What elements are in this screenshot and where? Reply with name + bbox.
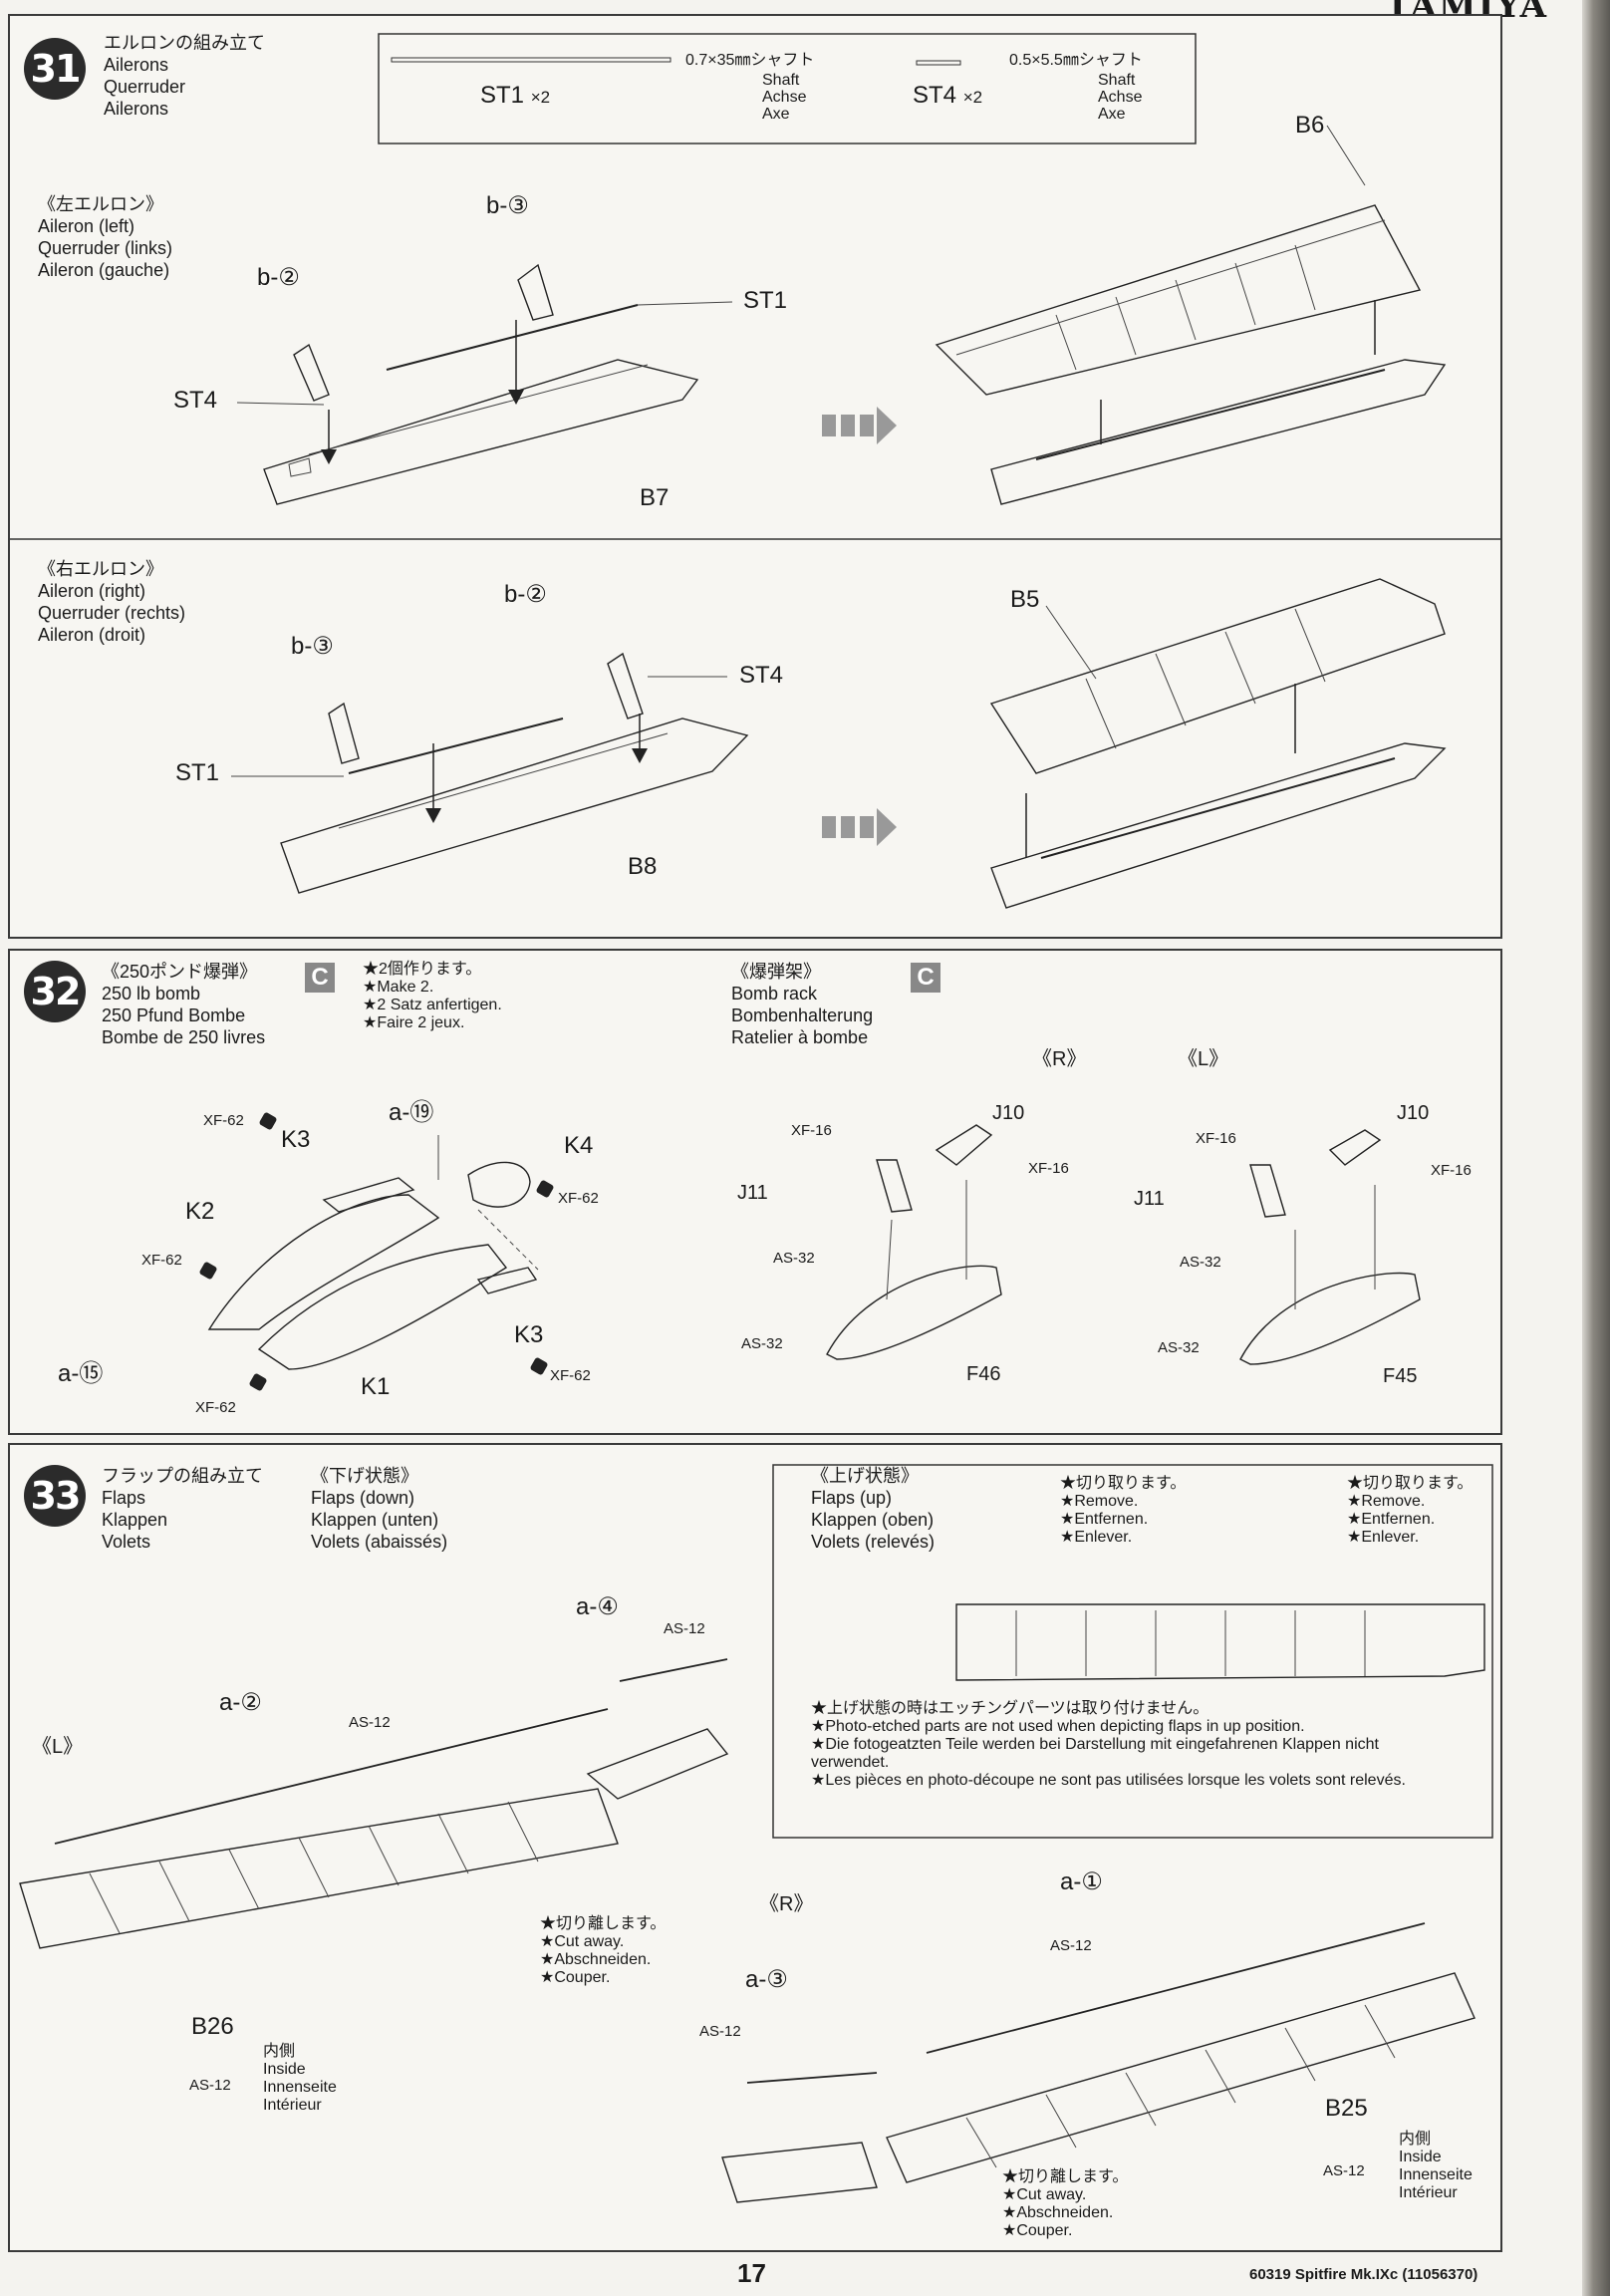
color-callout-c: C	[305, 963, 335, 993]
shaft-st1-id: ST1 ×2	[480, 82, 551, 109]
cut-away-note: ★切り離します。★Cut away. ★Abschneiden.★Couper.	[540, 1915, 667, 1986]
label-k2: K2	[185, 1198, 215, 1225]
label-b25: B25	[1325, 2095, 1368, 2122]
label-b2: b-②	[504, 581, 547, 608]
flaps-up-note: ★上げ状態の時はエッチングパーツは取り付けません。★Photo-etched p…	[811, 1700, 1406, 1789]
paint-as12: AS-12	[664, 1620, 705, 1637]
label-a1: a-①	[1060, 1868, 1103, 1895]
shaft-st1-spec: 0.7×35㎜シャフト	[685, 52, 815, 69]
step-number: 32	[24, 961, 86, 1022]
label-st1: ST1	[743, 287, 788, 314]
label-j11: J11	[737, 1182, 768, 1204]
label-st4: ST4	[173, 387, 218, 414]
step-32-panel: 32 《250ポンド爆弾》250 lb bomb 250 Pfund Bombe…	[8, 949, 1502, 1435]
rack-right-label: 《R》	[1032, 1048, 1087, 1070]
flap-left-label: 《L》	[32, 1736, 84, 1758]
paint-as12: AS-12	[1323, 2162, 1365, 2179]
step-31-drawing	[10, 33, 1500, 909]
step-32-drawing	[207, 1124, 1421, 1370]
label-j11: J11	[1134, 1188, 1165, 1210]
label-b8: B8	[628, 853, 658, 880]
remove-note: ★切り取ります。★Remove. ★Entfernen.★Enlever.	[1060, 1475, 1187, 1546]
label-b7: B7	[640, 484, 670, 511]
make-two-note: ★2個作ります。★Make 2. ★2 Satz anfertigen.★Fai…	[363, 961, 502, 1031]
paint-xf62: XF-62	[558, 1190, 599, 1207]
paint-as32: AS-32	[741, 1335, 783, 1352]
label-k3: K3	[281, 1126, 311, 1153]
flap-right-label: 《R》	[759, 1893, 814, 1915]
label-b5: B5	[1010, 586, 1040, 613]
shaft-st4-id: ST4 ×2	[913, 82, 983, 109]
label-f46: F46	[966, 1363, 1001, 1385]
label-k1: K1	[361, 1373, 391, 1400]
label-st1: ST1	[175, 759, 220, 786]
flaps-down-heading: 《下げ状態》Flaps (down) Klappen (unten)Volets…	[311, 1466, 448, 1552]
footer-kit-name: 60319 Spitfire Mk.IXc (11056370)	[1249, 2266, 1478, 2283]
step-number: 33	[24, 1465, 86, 1527]
paint-as32: AS-32	[773, 1250, 815, 1267]
label-a4: a-④	[576, 1593, 619, 1620]
paint-as12: AS-12	[189, 2077, 231, 2094]
paint-xf16: XF-16	[1431, 1162, 1472, 1179]
label-b6: B6	[1295, 112, 1325, 139]
paint-xf62: XF-62	[195, 1399, 236, 1416]
flaps-up-heading: 《上げ状態》Flaps (up) Klappen (oben)Volets (r…	[811, 1466, 936, 1552]
label-b3: b-③	[486, 192, 529, 219]
paint-xf16: XF-16	[1028, 1160, 1069, 1177]
label-b2: b-②	[257, 264, 300, 291]
rack-left-label: 《L》	[1178, 1048, 1229, 1070]
label-k4: K4	[564, 1132, 594, 1159]
paint-xf62: XF-62	[203, 1112, 244, 1129]
aileron-left-heading: 《左エルロン》Aileron (left) Querruder (links)A…	[38, 194, 173, 280]
remove-note: ★切り取ります。★Remove. ★Entfernen.★Enlever.	[1347, 1475, 1474, 1546]
page-number: 17	[737, 2258, 766, 2288]
label-k3: K3	[514, 1321, 544, 1348]
label-j10: J10	[1397, 1102, 1430, 1124]
paint-as12: AS-12	[349, 1714, 391, 1731]
label-a15: a-⑮	[58, 1360, 104, 1387]
paint-as12: AS-12	[699, 2023, 741, 2040]
label-b3: b-③	[291, 633, 334, 660]
step-number: 31	[24, 38, 86, 100]
label-j10: J10	[992, 1102, 1025, 1124]
paint-xf62: XF-62	[141, 1252, 182, 1269]
label-st4: ST4	[739, 662, 784, 689]
label-a2: a-②	[219, 1689, 262, 1716]
page-binding-edge	[1582, 0, 1610, 2296]
label-a3: a-③	[745, 1966, 788, 1993]
label-f45: F45	[1383, 1365, 1418, 1387]
paint-xf16: XF-16	[791, 1122, 832, 1139]
paint-as32: AS-32	[1158, 1339, 1200, 1356]
aileron-right-heading: 《右エルロン》Aileron (right) Querruder (rechts…	[38, 559, 186, 645]
color-callout-c: C	[911, 963, 940, 993]
cut-away-note: ★切り離します。★Cut away. ★Abschneiden.★Couper.	[1002, 2168, 1129, 2239]
label-b26: B26	[191, 2013, 234, 2040]
paint-as32: AS-32	[1180, 1254, 1221, 1271]
paint-xf62: XF-62	[550, 1367, 591, 1384]
shaft-st4-spec: 0.5×5.5㎜シャフト	[1009, 52, 1143, 69]
paint-as12: AS-12	[1050, 1937, 1092, 1954]
step-33-drawing	[19, 1464, 1493, 2203]
label-a19: a-⑲	[389, 1099, 434, 1126]
paint-xf16: XF-16	[1196, 1130, 1236, 1147]
